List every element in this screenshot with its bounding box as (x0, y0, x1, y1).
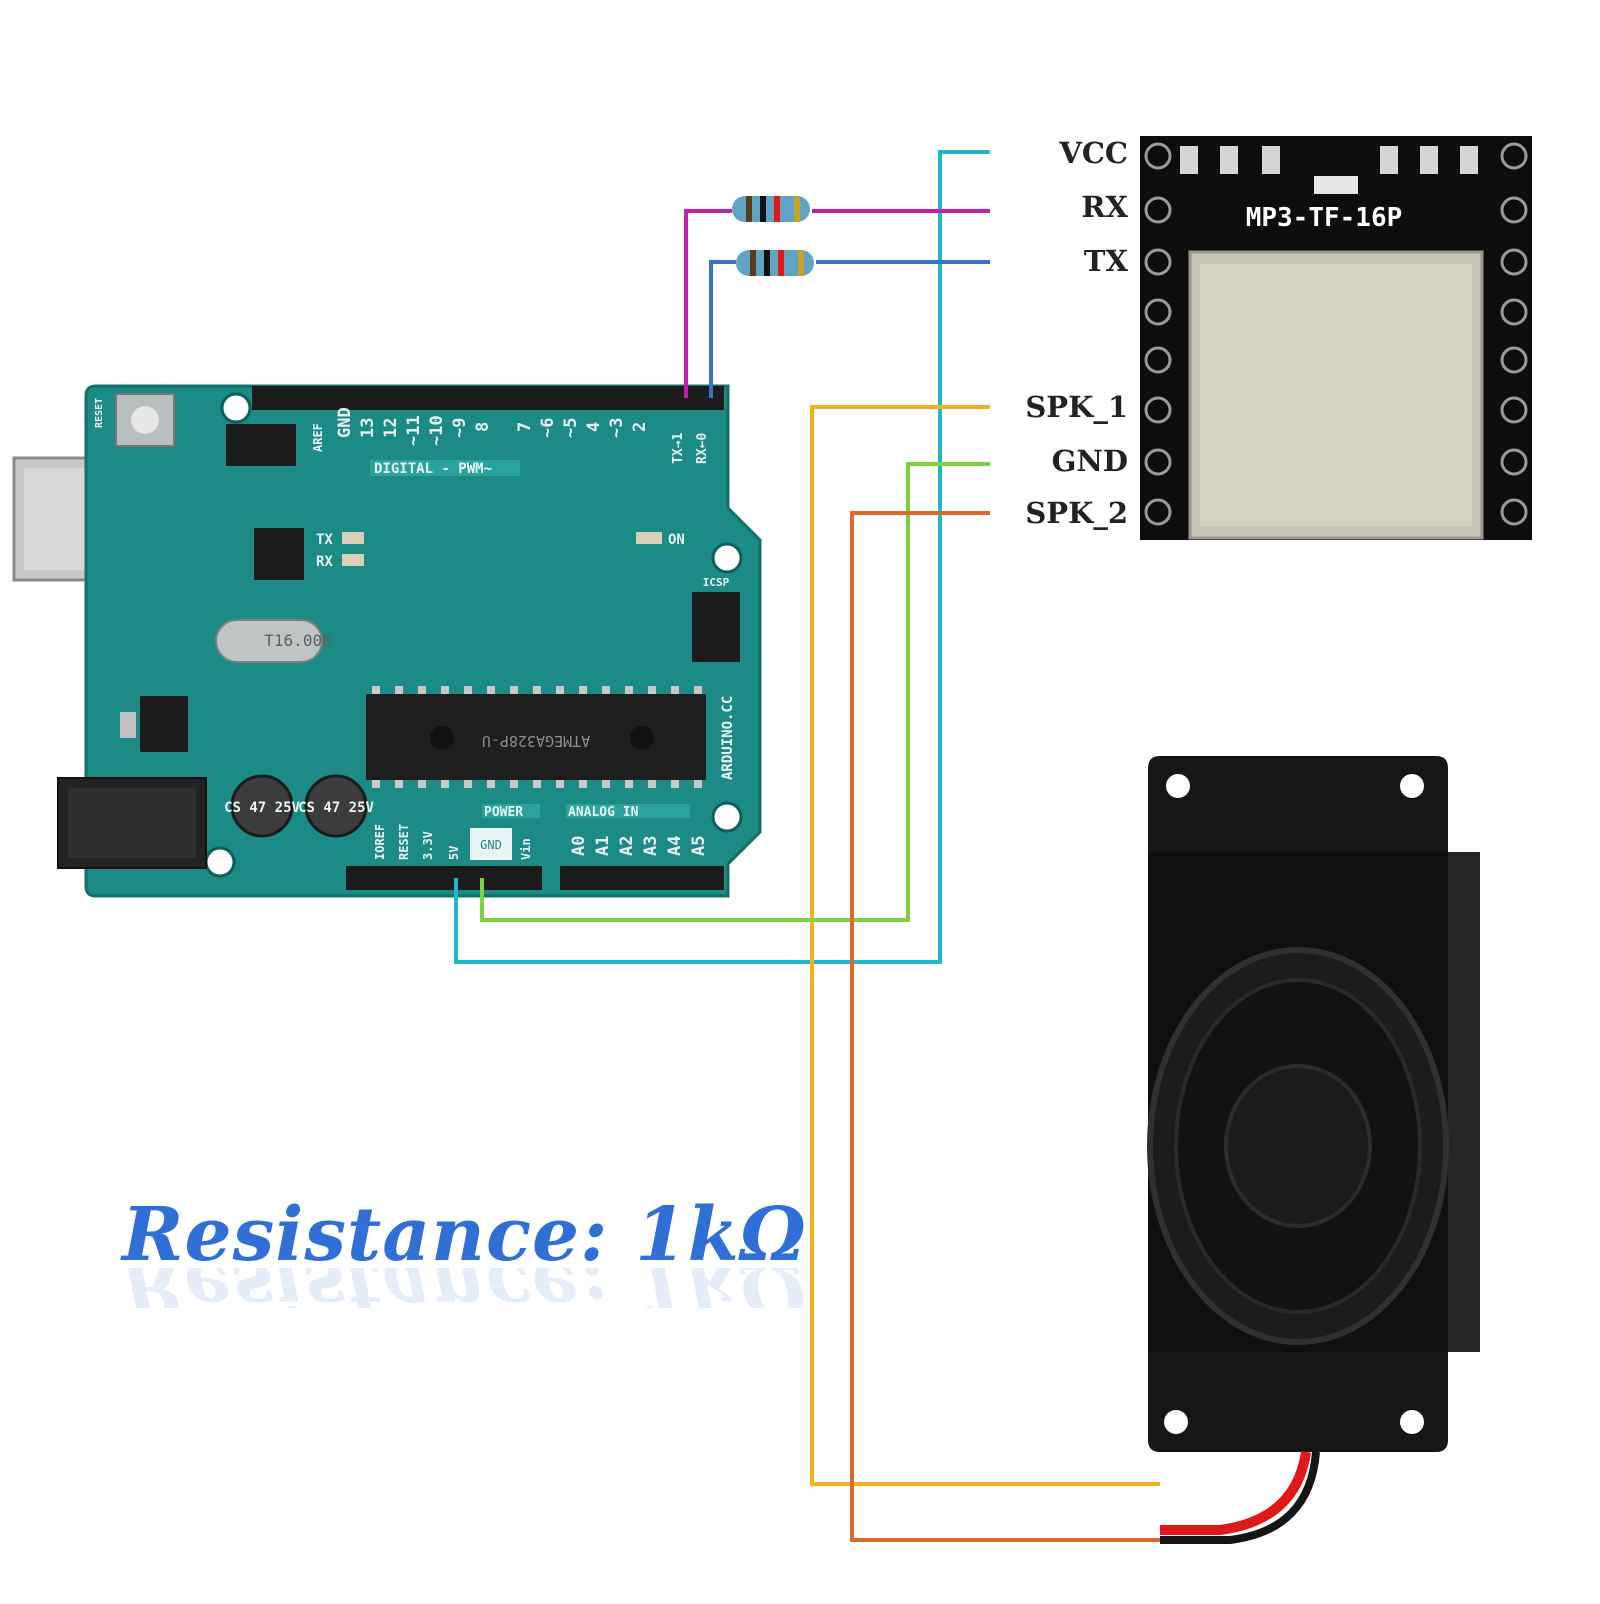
pin-label-reset: RESET (397, 824, 411, 860)
rx-led-label: RX (316, 554, 333, 570)
pin-label-9: ~9 (450, 418, 470, 438)
speaker (1147, 756, 1480, 1544)
resistor-tx (736, 250, 814, 276)
power-header-label: POWER (484, 805, 523, 820)
pin-label-vin: Vin (519, 838, 533, 860)
pin-label-tx1: TX→1 (671, 433, 686, 464)
pin-label-11: ~11 (404, 415, 424, 446)
pin-label-7: 7 (515, 422, 535, 432)
pin-label-rx0: RX←0 (695, 433, 710, 464)
digital-header (252, 386, 724, 410)
analog-header (560, 866, 724, 890)
pin-label-gnd-power: GND (480, 838, 502, 852)
resistance-caption: Resistance: 1kΩ (122, 1192, 807, 1278)
crystal-label: T16.000 (264, 631, 331, 650)
pin-label-a2: A2 (617, 836, 637, 856)
pin-label-4: 4 (584, 422, 604, 432)
speaker-cone (1224, 1064, 1372, 1228)
pin-label-vcc: VCC (1059, 136, 1128, 170)
reset-label: RESET (94, 398, 105, 428)
svg-text:CS 47 25V: CS 47 25V (224, 800, 300, 816)
icsp-header (692, 592, 740, 662)
pin-label-a3: A3 (641, 836, 661, 856)
svg-text:CS 47 25V: CS 47 25V (298, 800, 374, 816)
pin-label-2: 2 (630, 422, 650, 432)
pin-label-13: 13 (358, 418, 378, 438)
pin-label-a5: A5 (689, 836, 709, 856)
wire-spk-1 (810, 405, 1160, 1486)
wire-vcc (454, 150, 990, 964)
pin-label-gnd: GND (335, 407, 355, 438)
module-silk-label: MP3-TF-16P (1246, 203, 1403, 233)
pin-label-tx: TX (1083, 244, 1128, 278)
on-led-label: ON (668, 532, 685, 548)
pin-label-5: ~5 (561, 418, 581, 438)
pin-label-10: ~10 (427, 415, 447, 446)
pin-label-6: ~6 (538, 418, 558, 438)
pin-label-3v3: 3.3V (421, 831, 435, 860)
wire-spk-2 (850, 511, 1160, 1542)
tx-led-label: TX (316, 532, 333, 548)
pin-label-12: 12 (381, 418, 401, 438)
capacitor-1: CS 47 25V (224, 774, 301, 838)
brand-label: ARDUINO.CC (720, 696, 736, 780)
pin-label-3: ~3 (607, 418, 627, 438)
pin-label-gnd-module: GND (1051, 444, 1128, 478)
wire-tx (709, 260, 990, 398)
icsp-label: ICSP (703, 576, 730, 589)
pin-label-ioref: IOREF (373, 824, 387, 860)
pin-label-8: 8 (473, 422, 493, 432)
mp3-module: MP3-TF-16P (1140, 136, 1532, 540)
wire-gnd (480, 462, 990, 922)
arduino-board: CS 47 25V CS 47 25V ATMEGA328P-U ICSP GN… (12, 384, 762, 898)
pin-label-5v: 5V (447, 846, 461, 860)
wire-rx (684, 209, 990, 398)
pin-label-a1: A1 (593, 836, 613, 856)
crystal-oscillator (215, 619, 323, 663)
digital-pin-labels: GND 13 12 ~11 ~10 ~9 8 7 ~6 ~5 4 ~3 2 TX… (311, 407, 710, 464)
pin-label-a0: A0 (569, 836, 589, 856)
digital-header-label: DIGITAL - PWM~ (374, 461, 492, 477)
pin-label-a4: A4 (665, 836, 685, 856)
pin-label-spk2: SPK_2 (1025, 496, 1128, 530)
analog-header-label: ANALOG IN (568, 805, 639, 820)
capacitor-2: CS 47 25V (298, 774, 375, 838)
power-header (346, 866, 542, 890)
pin-label-rx: RX (1081, 190, 1128, 224)
chip-label: ATMEGA328P-U (482, 732, 590, 750)
pin-label-aref: AREF (311, 423, 325, 452)
resistance-caption-reflection: Resistance: 1kΩ (122, 1268, 807, 1308)
pin-label-spk1: SPK_1 (1025, 390, 1128, 424)
resistor-rx (732, 196, 810, 222)
wires (454, 150, 1160, 1542)
